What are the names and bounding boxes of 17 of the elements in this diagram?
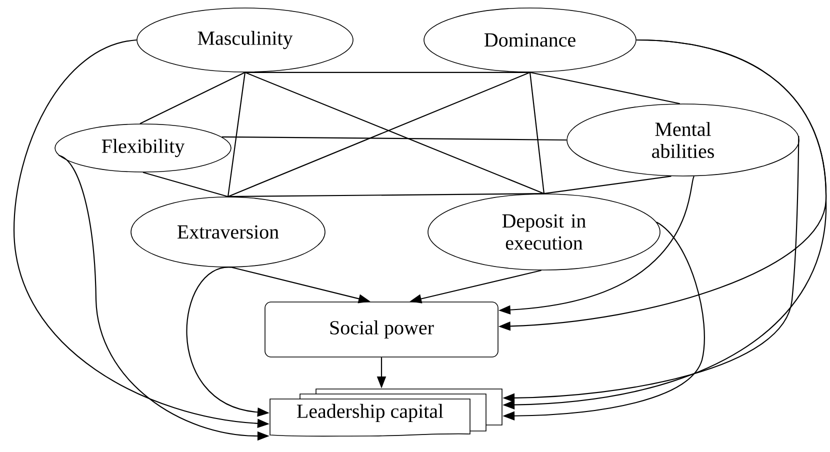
oval: Dominance bbox=[424, 8, 636, 72]
connector-line bbox=[227, 72, 246, 197]
oval: Flexibility bbox=[54, 124, 232, 172]
oval: Deposit in execution bbox=[428, 194, 660, 270]
document-stack: Leadership capital bbox=[270, 388, 502, 437]
oval: Extraversion bbox=[130, 196, 326, 268]
connector-line bbox=[140, 72, 246, 124]
connector-line bbox=[544, 176, 672, 194]
connector-line bbox=[222, 136, 567, 141]
connector-line bbox=[529, 72, 545, 194]
connector-line bbox=[142, 172, 228, 198]
connector-line bbox=[245, 72, 530, 73]
oval: Mental abilities bbox=[566, 104, 800, 176]
connector-line bbox=[530, 72, 680, 104]
process-box: Social power bbox=[264, 302, 498, 358]
connector-line bbox=[228, 193, 544, 198]
oval: Masculinity bbox=[136, 8, 354, 72]
